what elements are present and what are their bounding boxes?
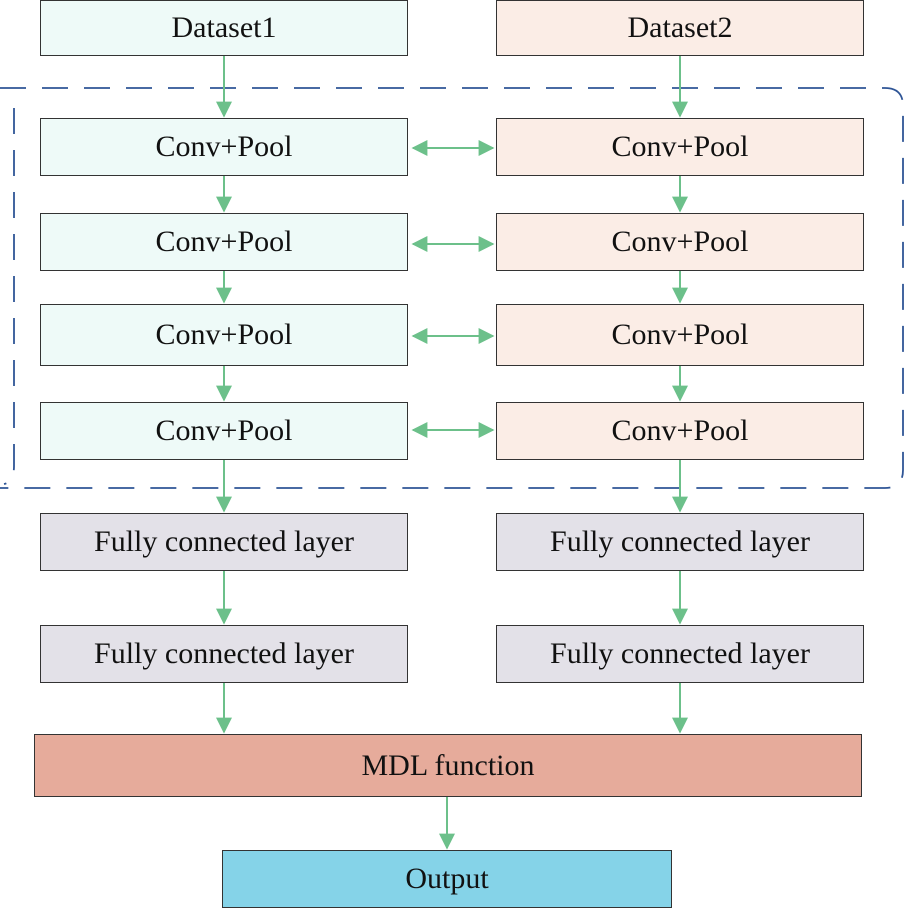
dataset1-box: Dataset1 [40,0,408,56]
branch1-conv-pool-4: Conv+Pool [40,402,408,460]
output-box: Output [222,850,672,908]
mdl-function-box: MDL function [34,734,862,797]
branch1-conv-pool-2: Conv+Pool [40,213,408,271]
branch2-conv-pool-4: Conv+Pool [496,402,864,460]
branch2-conv-pool-2: Conv+Pool [496,213,864,271]
shared-region-left-edge [3,108,15,485]
branch2-conv-pool-3: Conv+Pool [496,304,864,366]
branch2-fc-layer-1: Fully connected layer [496,513,864,571]
shared-region-outline [0,87,904,489]
branch1-conv-pool-3: Conv+Pool [40,304,408,366]
dataset2-box: Dataset2 [496,0,864,56]
branch2-fc-layer-2: Fully connected layer [496,625,864,683]
branch1-fc-layer-2: Fully connected layer [40,625,408,683]
branch1-conv-pool-1: Conv+Pool [40,118,408,176]
branch2-conv-pool-1: Conv+Pool [496,118,864,176]
branch1-fc-layer-1: Fully connected layer [40,513,408,571]
